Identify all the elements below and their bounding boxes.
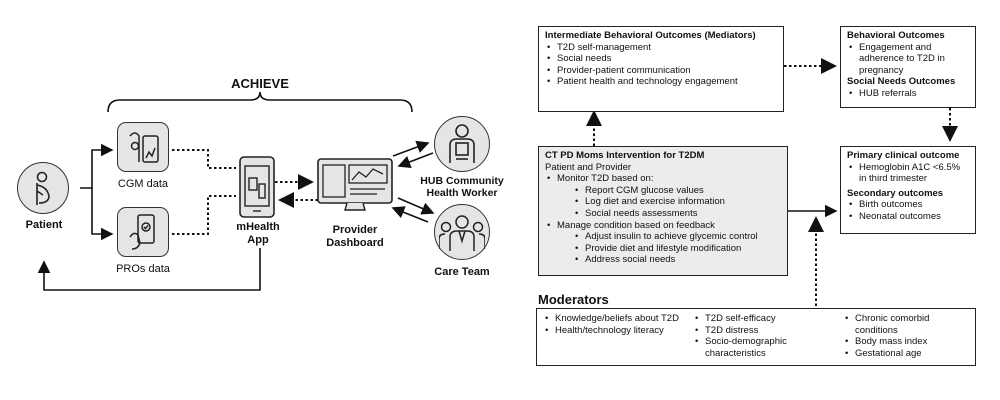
cgm-to-app-dotted: [172, 149, 236, 169]
behavioral-outcomes-box: Behavioral Outcomes Engagement and adher…: [840, 26, 976, 108]
care-team-label: Care Team: [434, 266, 490, 278]
clinical-outcomes-box: Primary clinical outcome Hemoglobin A1C …: [840, 146, 976, 234]
list-item: Health/technology literacy: [543, 325, 693, 337]
list-item: Socio-demographic characteristics: [693, 336, 843, 359]
cgm-sensor-icon: [129, 132, 159, 163]
mhealth-app-label: mHealth App: [236, 221, 280, 246]
list-item: Birth outcomes: [847, 199, 969, 211]
achieve-bracket: [107, 91, 413, 113]
care-team-icon: [439, 215, 485, 251]
mediators-list: T2D self-management Social needs Provide…: [545, 42, 777, 88]
behavioral-outcomes-list: Engagement and adherence to T2D in pregn…: [847, 42, 969, 77]
list-item: Knowledge/beliefs about T2D: [543, 313, 693, 325]
mhealth-app-phone-icon: [239, 156, 275, 218]
achieve-title: ACHIEVE: [231, 76, 289, 91]
pros-box: [117, 207, 169, 257]
intervention-title: CT PD Moms Intervention for T2DM: [545, 150, 705, 161]
secondary-outcomes-list: Birth outcomes Neonatal outcomes: [847, 199, 969, 222]
monitor-item: Monitor T2D based on:: [545, 173, 781, 185]
list-item: Body mass index: [843, 336, 969, 348]
list-item: Provide diet and lifestyle modification: [545, 243, 781, 255]
dashboard-to-care-arrow: [397, 197, 435, 215]
mediators-title: Intermediate Behavioral Outcomes (Mediat…: [545, 30, 756, 41]
list-item: Engagement and adherence to T2D in pregn…: [847, 42, 969, 77]
moderators-col2: T2D self-efficacy T2D distress Socio-dem…: [693, 313, 843, 359]
health-worker-icon: [449, 124, 475, 163]
list-item: Hemoglobin A1C <6.5% in third trimester: [847, 162, 969, 185]
moderators-col1: Knowledge/beliefs about T2D Health/techn…: [543, 313, 693, 336]
feedback-loop-arrow: [37, 248, 261, 291]
intervention-box: CT PD Moms Intervention for T2DM Patient…: [538, 146, 788, 276]
pros-to-app-dotted: [172, 195, 236, 235]
cgm-box: [117, 122, 169, 172]
provider-dashboard-label: Provider Dashboard: [326, 224, 384, 249]
intervention-list: Monitor T2D based on: Report CGM glucose…: [545, 173, 781, 266]
primary-outcome-title: Primary clinical outcome: [847, 150, 960, 161]
list-item: Address social needs: [545, 254, 781, 266]
pregnant-woman-icon: [36, 171, 50, 205]
cgm-label: CGM data: [117, 178, 169, 190]
hub-worker-circle: [434, 116, 490, 172]
primary-outcome-list: Hemoglobin A1C <6.5% in third trimester: [847, 162, 969, 185]
list-item: Social needs assessments: [545, 208, 781, 220]
list-item: Social needs: [545, 53, 777, 65]
list-item: Log diet and exercise information: [545, 196, 781, 208]
dashboard-to-hub-arrow: [392, 140, 430, 157]
list-item: Report CGM glucose values: [545, 185, 781, 197]
care-to-dashboard-arrow: [391, 206, 429, 223]
behavioral-outcomes-title: Behavioral Outcomes: [847, 30, 945, 41]
list-item: Provider-patient communication: [545, 65, 777, 77]
patient-to-cgm-arrow: [80, 143, 114, 189]
care-team-circle: [434, 204, 490, 260]
moderators-col3: Chronic comorbid conditions Body mass in…: [843, 313, 969, 359]
hub-to-dashboard-arrow: [397, 152, 434, 168]
secondary-outcomes-title: Secondary outcomes: [847, 187, 944, 199]
moderators-box: Knowledge/beliefs about T2D Health/techn…: [536, 308, 976, 366]
patient-circle: [17, 162, 69, 214]
list-item: T2D distress: [693, 325, 843, 337]
patient-to-pros-arrow: [91, 188, 114, 241]
hub-worker-label: HUB Community Health Worker: [420, 175, 504, 199]
mediators-box: Intermediate Behavioral Outcomes (Mediat…: [538, 26, 784, 112]
pros-label: PROs data: [116, 263, 170, 275]
manage-item: Manage condition based on feedback: [545, 220, 781, 232]
list-item: Adjust insulin to achieve glycemic contr…: [545, 231, 781, 243]
provider-dashboard-icon: [317, 158, 393, 211]
phone-checkmark-icon: [129, 214, 155, 250]
list-item: Chronic comorbid conditions: [843, 313, 969, 336]
list-item: T2D self-efficacy: [693, 313, 843, 325]
list-item: T2D self-management: [545, 42, 777, 54]
list-item: Neonatal outcomes: [847, 211, 969, 223]
list-item: Gestational age: [843, 348, 969, 360]
list-item: HUB referrals: [847, 88, 969, 100]
list-item: Patient health and technology engagement: [545, 76, 777, 88]
moderators-title: Moderators: [538, 292, 609, 307]
social-needs-outcomes-title: Social Needs Outcomes: [847, 76, 956, 88]
intervention-subtitle: Patient and Provider: [545, 161, 632, 173]
social-needs-outcomes-list: HUB referrals: [847, 88, 969, 100]
patient-label: Patient: [25, 219, 63, 231]
